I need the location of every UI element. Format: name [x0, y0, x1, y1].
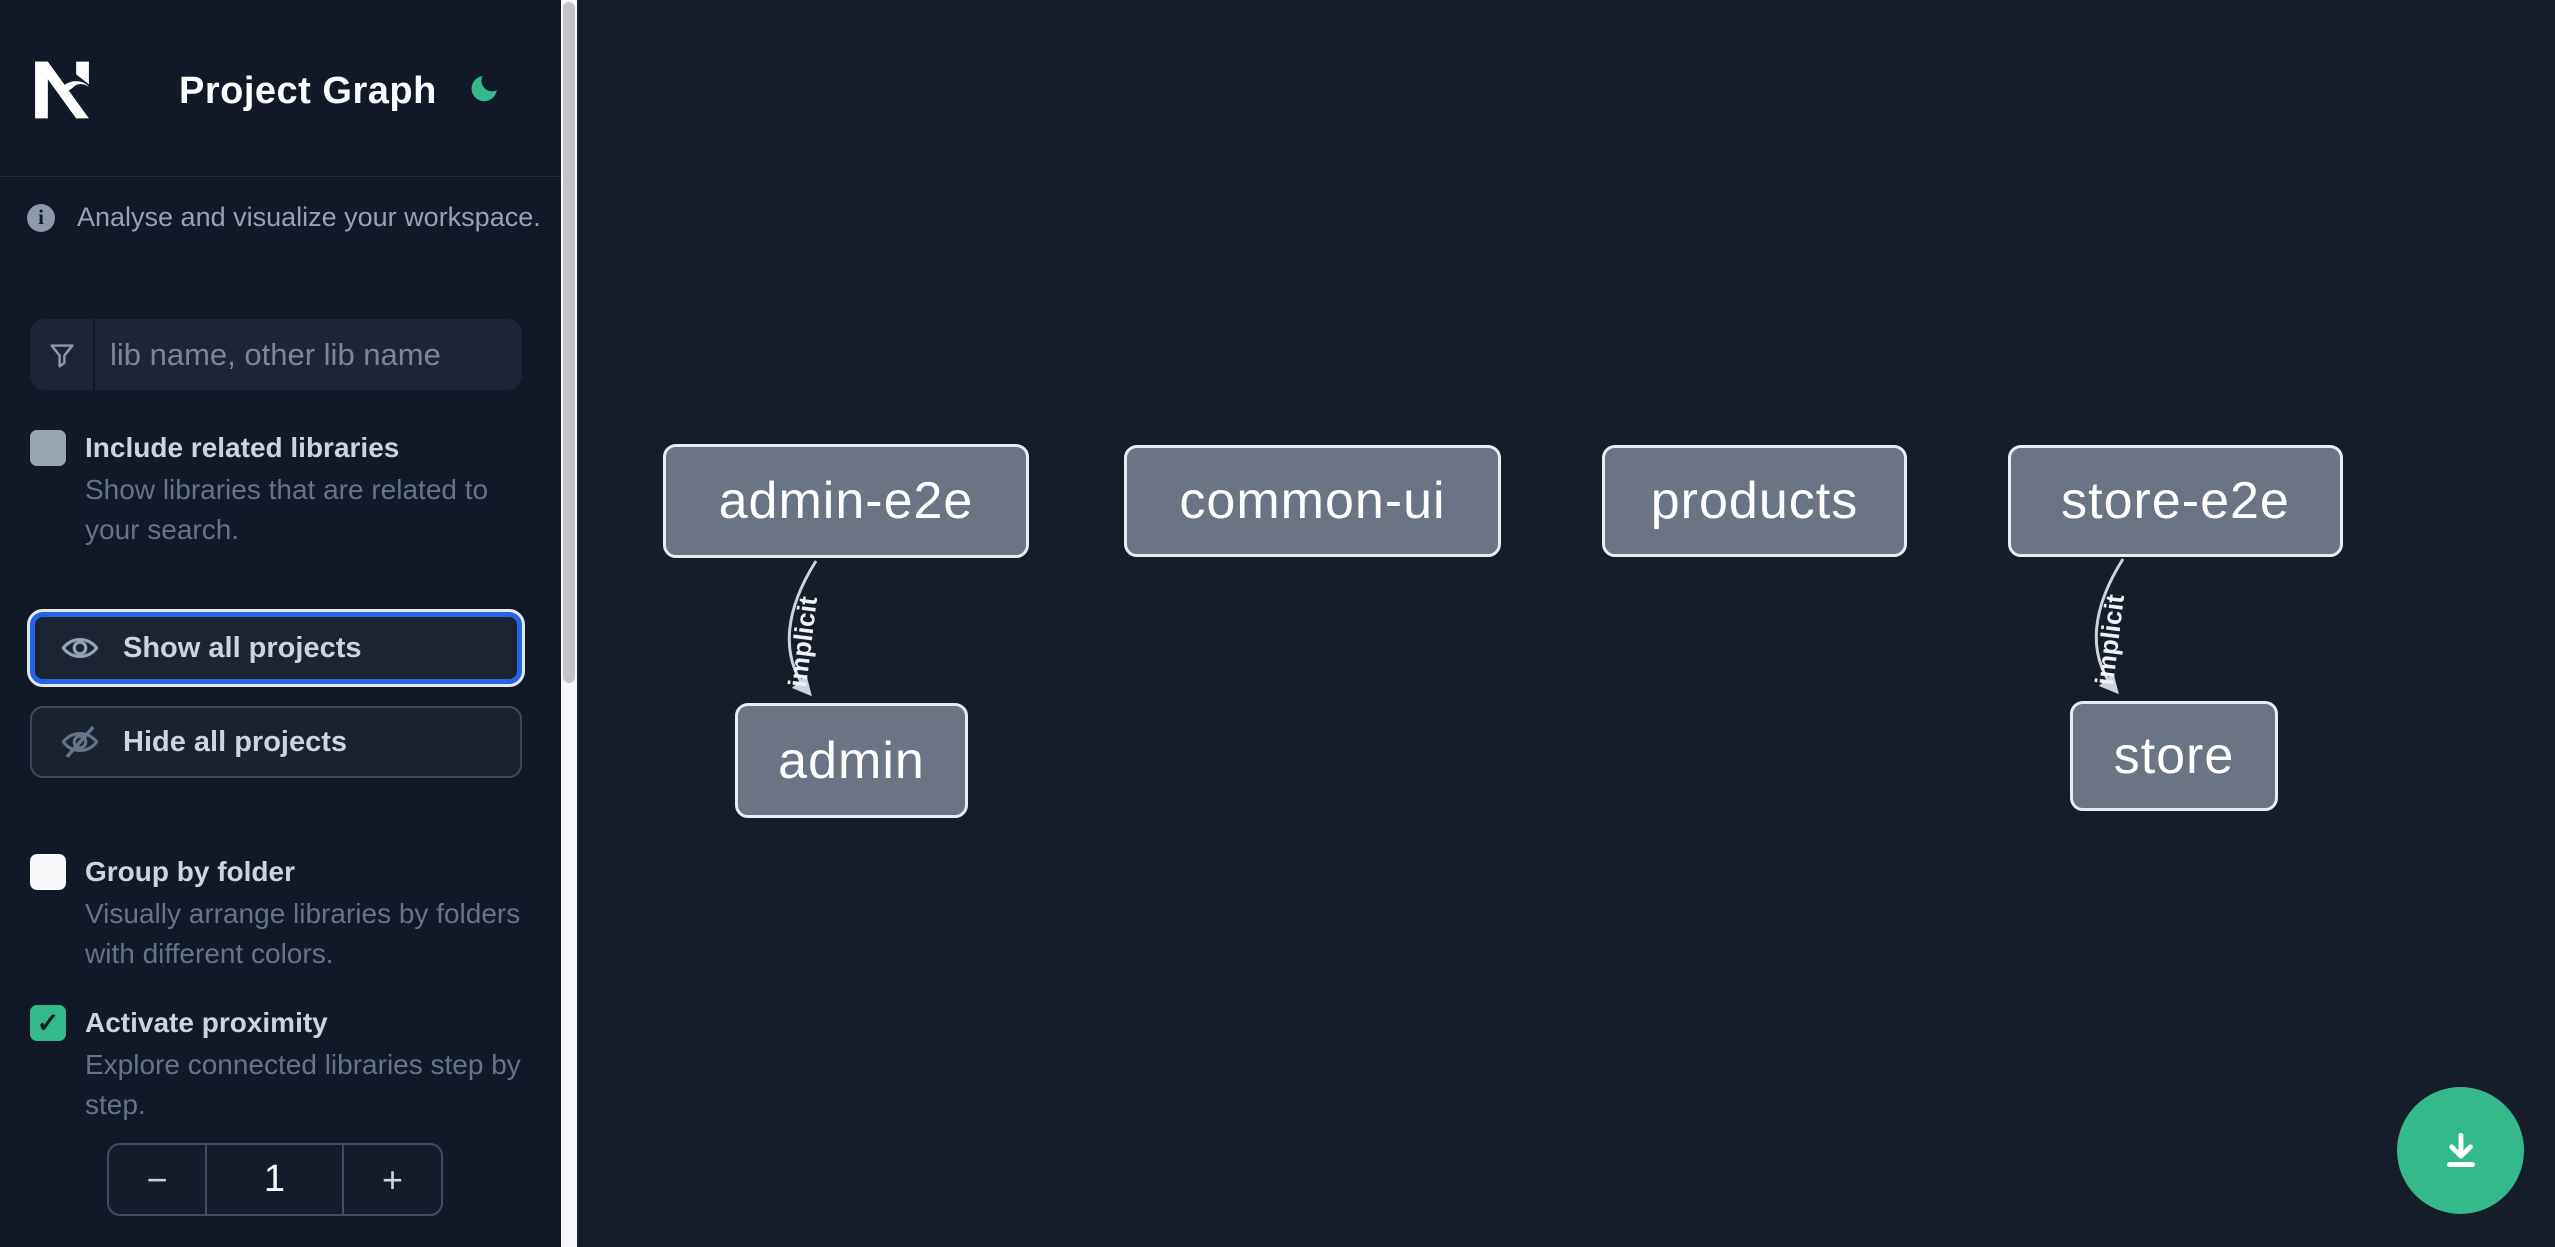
- hide-all-projects-label: Hide all projects: [123, 725, 348, 758]
- graph-node-admin-e2e[interactable]: admin-e2e: [663, 444, 1029, 558]
- graph-node-store[interactable]: store: [2070, 701, 2278, 811]
- download-icon: [2446, 1132, 2475, 1167]
- moon-icon: [471, 69, 503, 102]
- tagline-text: Analyse and visualize your workspace.: [77, 202, 541, 232]
- nx-logo: [35, 61, 89, 119]
- eye-off-icon: [61, 725, 99, 759]
- sidebar-scrollbar[interactable]: [561, 0, 577, 1247]
- group-by-folder-description: Visually arrange libraries by folders wi…: [85, 898, 521, 969]
- graph-node-common-ui[interactable]: common-ui: [1124, 445, 1501, 557]
- include-related-label: Include related libraries: [85, 432, 400, 463]
- group-by-folder-texts: Group by folder Visually arrange librari…: [85, 853, 537, 974]
- graph-node-products[interactable]: products: [1602, 445, 1907, 557]
- stepper-decrement-button[interactable]: −: [109, 1145, 205, 1214]
- sidebar-header: Project Graph: [0, 0, 561, 177]
- activate-proximity-texts: Activate proximity Explore connected lib…: [85, 1004, 537, 1125]
- sidebar-scrollbar-thumb[interactable]: [563, 2, 575, 683]
- download-image-button[interactable]: [2397, 1087, 2524, 1214]
- proximity-stepper: − 1 +: [107, 1143, 443, 1216]
- activate-proximity-description: Explore connected libraries step by step…: [85, 1049, 521, 1120]
- search-input[interactable]: [95, 319, 522, 390]
- hide-all-projects-button[interactable]: Hide all projects: [30, 706, 522, 778]
- page-title: Project Graph: [179, 70, 437, 112]
- show-all-projects-button[interactable]: Show all projects: [27, 609, 525, 687]
- theme-toggle-moon-icon[interactable]: [466, 68, 504, 106]
- checkmark-icon: ✓: [36, 1007, 60, 1038]
- stepper-increment-button[interactable]: +: [342, 1145, 441, 1214]
- eye-icon: [61, 638, 99, 658]
- graph-canvas[interactable]: [577, 0, 2555, 1247]
- graph-node-admin[interactable]: admin: [735, 703, 968, 818]
- graph-node-store-e2e[interactable]: store-e2e: [2008, 445, 2343, 557]
- workspace-tagline: i Analyse and visualize your workspace.: [27, 202, 541, 233]
- group-by-folder-checkbox[interactable]: [30, 854, 66, 890]
- activate-proximity-label: Activate proximity: [85, 1007, 328, 1038]
- stepper-value[interactable]: 1: [205, 1145, 342, 1214]
- include-related-texts: Include related libraries Show libraries…: [85, 429, 537, 550]
- info-icon: i: [27, 203, 55, 232]
- group-by-folder-label: Group by folder: [85, 856, 295, 887]
- include-related-checkbox[interactable]: [30, 430, 66, 466]
- include-related-description: Show libraries that are related to your …: [85, 474, 489, 545]
- sidebar: Project Graph i Analyse and visualize yo…: [0, 0, 561, 1247]
- include-related-toggle: Include related libraries Show libraries…: [30, 429, 537, 550]
- activate-proximity-checkbox[interactable]: ✓: [30, 1005, 66, 1041]
- activate-proximity-toggle: ✓ Activate proximity Explore connected l…: [30, 1004, 537, 1125]
- group-by-folder-toggle: Group by folder Visually arrange librari…: [30, 853, 537, 974]
- funnel-icon: [30, 319, 95, 390]
- search-box: [30, 319, 522, 390]
- show-all-projects-label: Show all projects: [123, 631, 362, 664]
